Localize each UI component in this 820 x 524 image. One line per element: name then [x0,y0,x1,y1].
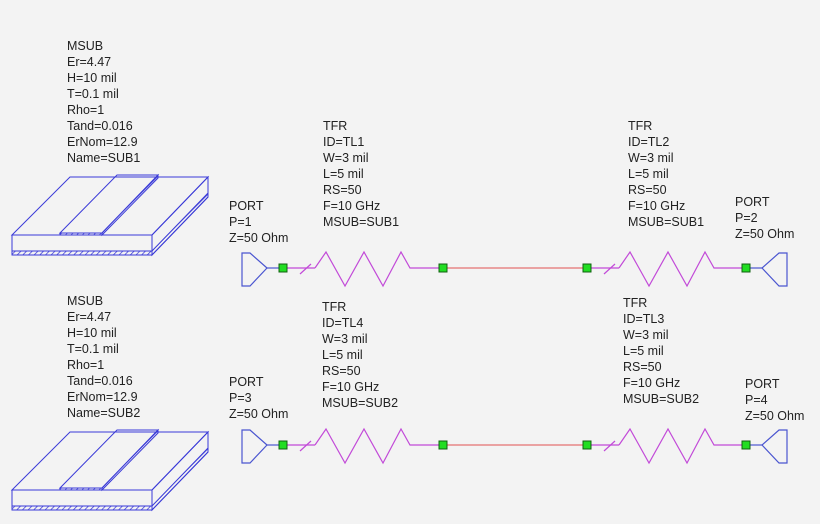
resistor-label-tl2-line: RS=50 [628,183,667,197]
resistor-label-tl1-line: L=5 mil [323,167,364,181]
resistor-label-tl4-line: TFR [322,300,346,314]
resistor-label-tl3-line: F=10 GHz [623,376,680,390]
port-label-2-line: PORT [735,195,770,209]
node-connector[interactable] [278,440,288,450]
node-connector[interactable] [278,263,288,273]
resistor-label-tl2-line: ID=TL2 [628,135,669,149]
port-label-4-line: PORT [745,377,780,391]
substrate-label-sub1-line: ErNom=12.9 [67,135,138,149]
resistor-label-tl4-line: W=3 mil [322,332,368,346]
resistor-label-tl2-line: F=10 GHz [628,199,685,213]
resistor-label-tl3-line: MSUB=SUB2 [623,392,699,406]
substrate-label-sub2-line: Er=4.47 [67,310,111,324]
port-label-3-line: PORT [229,375,264,389]
resistor-label-tl1-line: MSUB=SUB1 [323,215,399,229]
port-symbol[interactable] [761,429,788,464]
substrate-label-sub2-line: ErNom=12.9 [67,390,138,404]
port-label-4[interactable]: PORT P=4Z=50 Ohm [745,377,804,423]
resistor-label-tl4-line: RS=50 [322,364,361,378]
node-connector[interactable] [741,263,751,273]
thin-film-resistor-symbol[interactable] [587,250,747,288]
port-label-1-line: PORT [229,199,264,213]
substrate-label-sub2-line: Name=SUB2 [67,406,140,420]
node-connector[interactable] [438,263,448,273]
resistor-label-tl1-line: TFR [323,119,347,133]
resistor-label-tl3-line: RS=50 [623,360,662,374]
resistor-label-tl4-line: MSUB=SUB2 [322,396,398,410]
resistor-label-tl2-line: TFR [628,119,652,133]
thin-film-resistor-symbol[interactable] [587,427,747,465]
port-label-2-line: P=2 [735,211,758,225]
resistor-label-tl2-line: MSUB=SUB1 [628,215,704,229]
port-label-1-line: P=1 [229,215,252,229]
resistor-label-tl3-line: L=5 mil [623,344,664,358]
thin-film-resistor-symbol[interactable] [283,427,443,465]
resistor-label-tl3-line: ID=TL3 [623,312,664,326]
port-label-4-line: Z=50 Ohm [745,409,804,423]
port-label-2[interactable]: PORT P=2Z=50 Ohm [735,195,794,241]
port-label-1[interactable]: PORT P=1Z=50 Ohm [229,199,288,245]
thin-film-resistor-symbol[interactable] [283,250,443,288]
resistor-label-tl2-line: W=3 mil [628,151,674,165]
node-connector[interactable] [438,440,448,450]
substrate-label-sub1-line: H=10 mil [67,71,117,85]
substrate-label-sub1-line: MSUB [67,39,103,53]
node-connector[interactable] [582,440,592,450]
port-symbol[interactable] [241,252,268,287]
substrate-label-sub1-line: Tand=0.016 [67,119,133,133]
resistor-label-tl1-line: RS=50 [323,183,362,197]
resistor-label-tl4-line: L=5 mil [322,348,363,362]
port-symbol[interactable] [761,252,788,287]
substrate-label-sub2-line: Rho=1 [67,358,104,372]
port-label-1-line: Z=50 Ohm [229,231,288,245]
resistor-label-tl2-line: L=5 mil [628,167,669,181]
port-label-3[interactable]: PORT P=3Z=50 Ohm [229,375,288,421]
resistor-label-tl3-line: TFR [623,296,647,310]
substrate-label-sub2-line: Tand=0.016 [67,374,133,388]
node-connector[interactable] [582,263,592,273]
node-connector[interactable] [741,440,751,450]
substrate-label-sub1-line: Rho=1 [67,103,104,117]
substrate-label-sub1-line: Er=4.47 [67,55,111,69]
substrate-icon[interactable] [10,428,210,512]
resistor-label-tl4-line: ID=TL4 [322,316,363,330]
resistor-label-tl3-line: W=3 mil [623,328,669,342]
substrate-label-sub1-line: Name=SUB1 [67,151,140,165]
port-symbol[interactable] [241,429,268,464]
resistor-label-tl1-line: ID=TL1 [323,135,364,149]
resistor-label-tl1-line: W=3 mil [323,151,369,165]
substrate-label-sub2-line: MSUB [67,294,103,308]
resistor-label-tl4-line: F=10 GHz [322,380,379,394]
port-label-3-line: Z=50 Ohm [229,407,288,421]
substrate-label-sub2-line: T=0.1 mil [67,342,119,356]
substrate-label-sub2-line: H=10 mil [67,326,117,340]
substrate-icon[interactable] [10,173,210,257]
substrate-label-sub1-line: T=0.1 mil [67,87,119,101]
resistor-label-tl1-line: F=10 GHz [323,199,380,213]
port-label-4-line: P=4 [745,393,768,407]
port-label-3-line: P=3 [229,391,252,405]
port-label-2-line: Z=50 Ohm [735,227,794,241]
